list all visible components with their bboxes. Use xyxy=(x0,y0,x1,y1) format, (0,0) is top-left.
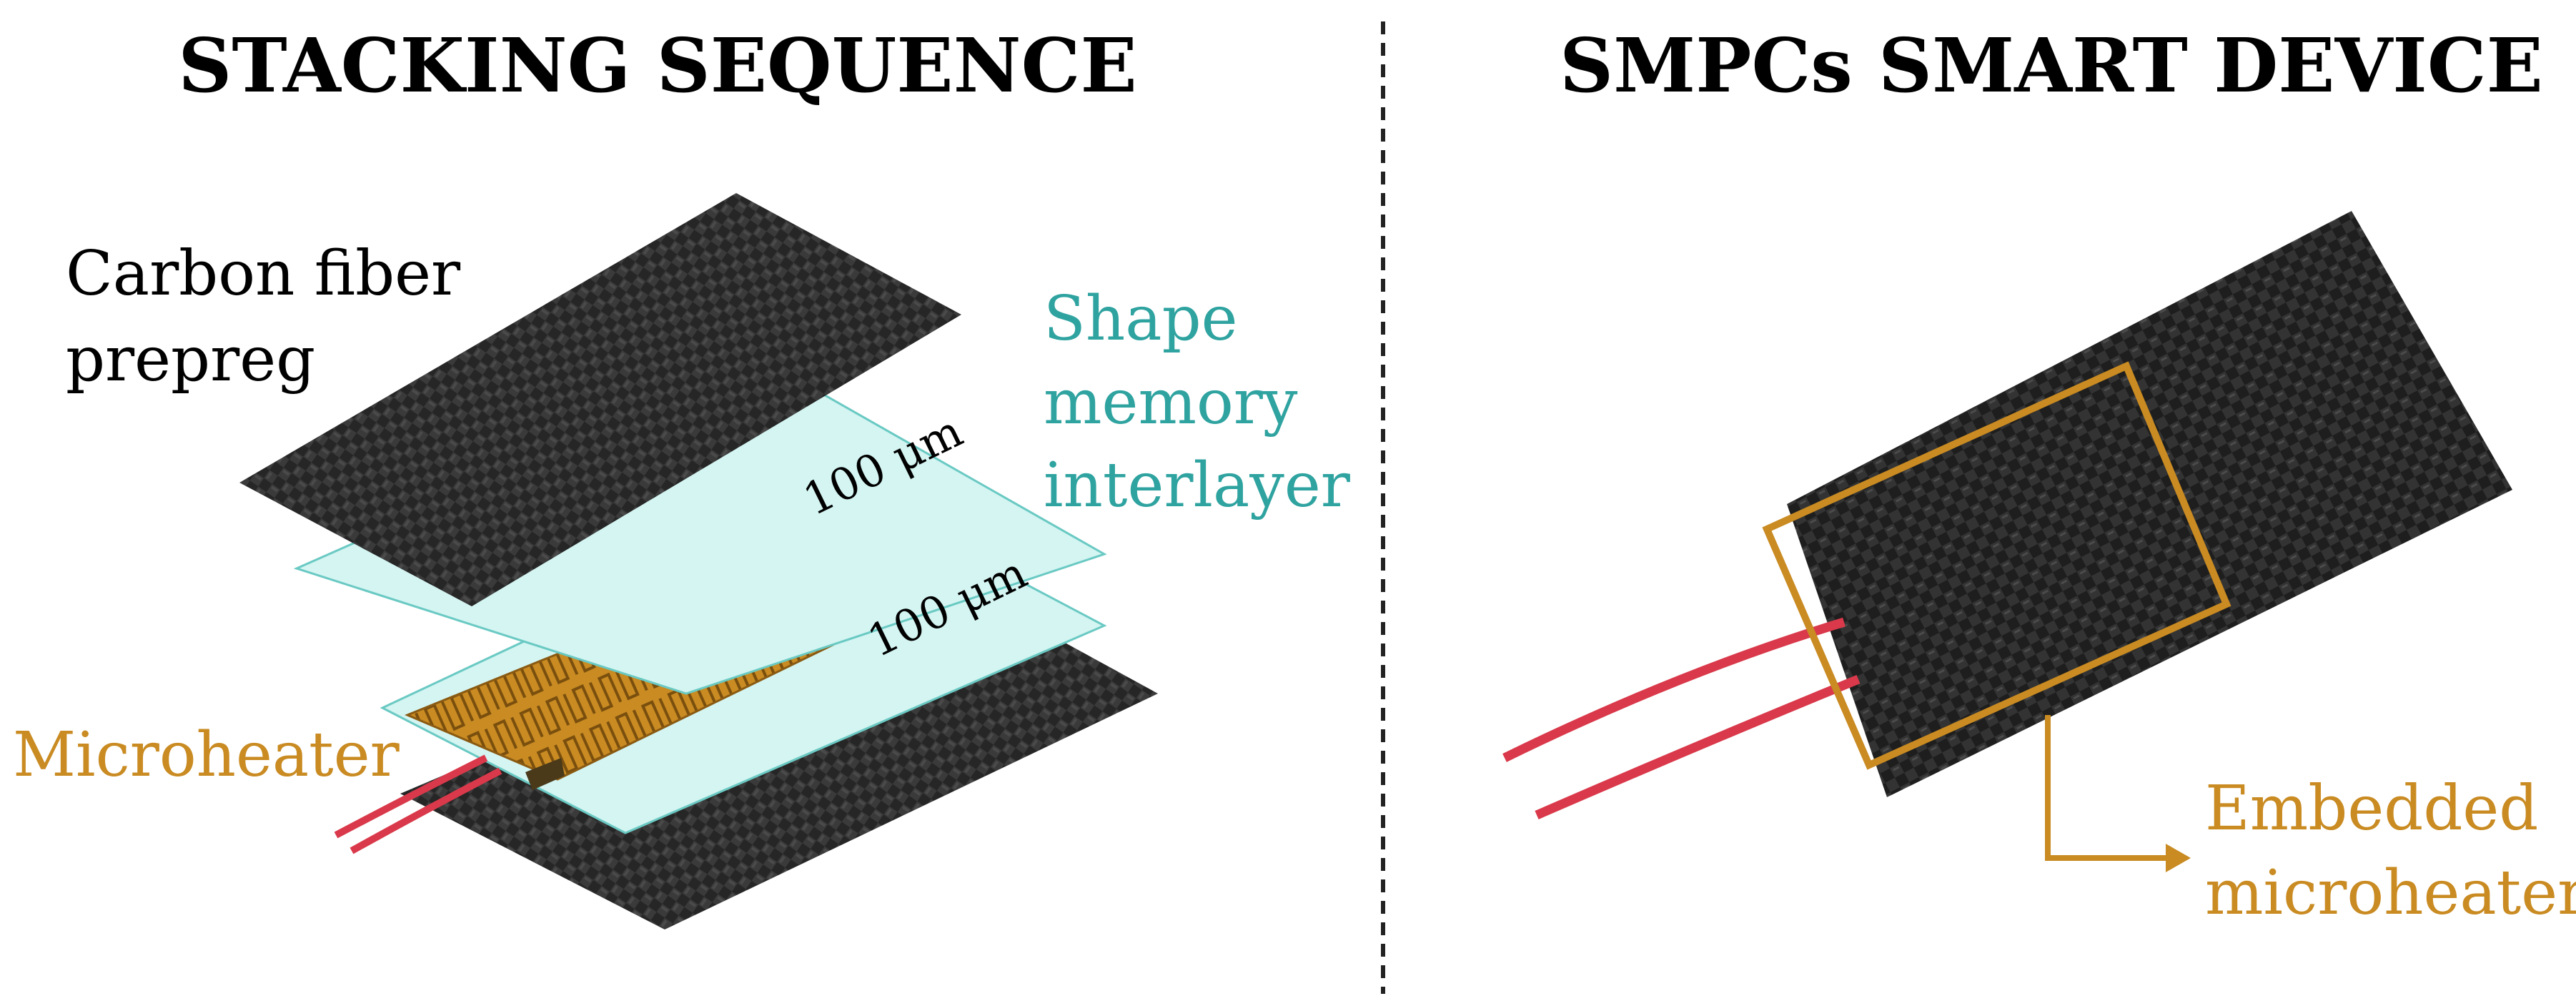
microheater-wire-1 xyxy=(334,754,488,839)
device-wire-2 xyxy=(1535,674,1861,819)
callout-arrow xyxy=(2045,715,2166,861)
carbon-fiber-label: Carbon fiber prepreg xyxy=(66,238,480,395)
right-title: SMPCs SMART DEVICE xyxy=(1560,21,2543,109)
microheater-label: Microheater xyxy=(13,719,400,791)
microheater-wire-2 xyxy=(350,767,502,854)
interlayer-label: Shape memory interlayer xyxy=(1044,283,1351,521)
device-body xyxy=(1787,211,2512,797)
embedded-microheater-label: Embedded microheater xyxy=(2205,773,2576,929)
device-wire-1 xyxy=(1502,617,1846,762)
carbon-layer-top xyxy=(239,193,961,606)
left-title: STACKING SEQUENCE xyxy=(178,21,1136,109)
callout-arrowhead xyxy=(2166,844,2191,872)
embedded-microheater-outline xyxy=(1762,361,2231,770)
